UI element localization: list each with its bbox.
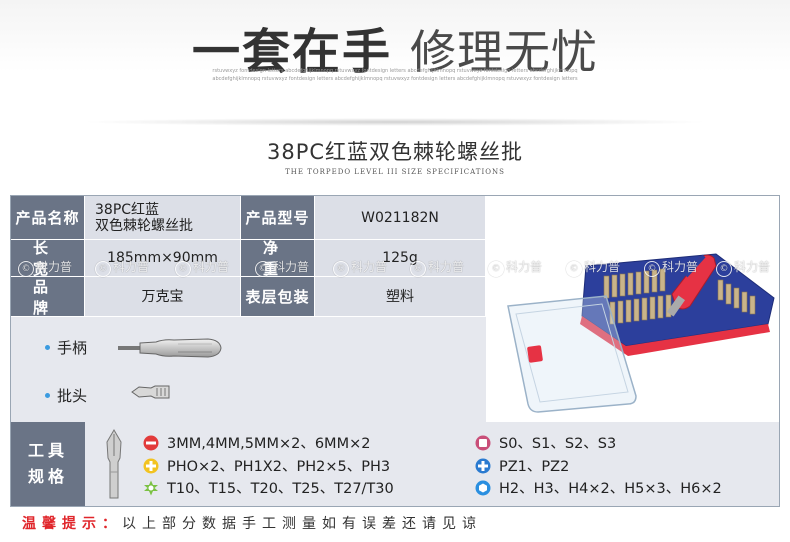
slotted-red-icon <box>143 435 159 450</box>
spec-table <box>10 195 780 507</box>
bit-spec-label-line1: 工具 <box>27 441 68 460</box>
tip-text: 以上部分数据手工测量如有误差还请见谅 <box>122 516 482 532</box>
spec-item-text: S0、S1、S2、S3 <box>499 436 617 452</box>
brand-value: 万克宝 <box>85 277 241 317</box>
torx-green-icon <box>144 480 158 495</box>
product-title: 38PC红蓝双色棘轮螺丝批 <box>266 140 524 164</box>
handle-icon <box>118 338 222 358</box>
model-label: 产品型号 <box>241 196 315 240</box>
spec-item-text: T10、T15、T20、T25、T27/T30 <box>167 481 394 497</box>
watermark: ©科力普 <box>175 258 229 277</box>
watermark: ©科力普 <box>644 258 698 277</box>
toolkit-case-icon <box>507 253 775 413</box>
watermark: ©科力普 <box>410 258 464 277</box>
hero-title-bold: 一套在手 <box>191 24 392 80</box>
name-label: 产品名称 <box>11 196 85 240</box>
spec-item-phillips: PHO×2、PH1X2、PH2×5、PH3 <box>143 455 390 476</box>
size-value: 185mm×90mm <box>85 240 241 277</box>
name-value: 38PC红蓝 双色棘轮螺丝批 <box>85 196 241 240</box>
hero-banner: 一套在手修理无忧 rstuvwxyz fontdesign letters ab… <box>0 0 790 120</box>
bit-icon <box>131 385 170 399</box>
banner-divider <box>80 118 710 126</box>
watermark: ©科力普 <box>488 258 542 277</box>
tip-note: 温馨提示：以上部分数据手工测量如有误差还请见谅 <box>22 513 482 533</box>
model-value: W021182N <box>315 196 486 240</box>
name-value-line1: 38PC红蓝 <box>95 201 160 218</box>
hero-fine-text-2: abcdefghijklmnopq rstuvwxyz fontdesign l… <box>212 76 578 82</box>
bit-spec-label-line2: 规格 <box>27 467 68 486</box>
bit-bullet-icon <box>45 393 50 398</box>
watermark: ©科力普 <box>716 258 770 277</box>
square-pink-icon <box>475 435 491 450</box>
spec-item-square: S0、S1、S2、S3 <box>475 432 616 453</box>
product-photo <box>486 196 779 422</box>
spec-item-text: H2、H3、H4×2、H5×3、H6×2 <box>499 481 722 497</box>
name-value-line2: 双色棘轮螺丝批 <box>95 217 193 234</box>
pozidriv-blue-icon <box>475 458 491 473</box>
watermark: ©科力普 <box>566 258 620 277</box>
hex-blue-icon <box>475 480 491 495</box>
watermark: ©科力普 <box>255 258 309 277</box>
spec-item-text: 3MM,4MM,5MM×2、6MM×2 <box>167 436 371 452</box>
bit-label: 批头 <box>57 387 88 405</box>
tools-panel: 手柄 批头 <box>11 317 486 422</box>
spec-item-text: PZ1、PZ2 <box>499 459 570 475</box>
brand-label: 品 牌 <box>11 277 85 317</box>
product-title-en: THE TORPEDO LEVEL III SIZE SPECIFICATION… <box>285 168 505 176</box>
bit-spec-label: 工具 规格 <box>11 422 85 506</box>
tip-label: 温馨提示： <box>22 516 122 532</box>
size-label: 长 宽 <box>11 239 85 278</box>
spec-item-pozidriv: PZ1、PZ2 <box>475 455 569 476</box>
spec-item-slotted: 3MM,4MM,5MM×2、6MM×2 <box>143 432 370 453</box>
package-value: 塑料 <box>315 277 486 317</box>
hero-title-light: 修理无忧 <box>410 25 598 79</box>
watermark: ©科力普 <box>95 258 149 277</box>
phillips-yellow-icon <box>143 458 159 473</box>
handle-bullet-icon <box>45 345 50 350</box>
watermark: ©科力普 <box>333 258 387 277</box>
bit-illustration-icon <box>106 429 122 499</box>
spec-item-hex: H2、H3、H4×2、H5×3、H6×2 <box>475 477 722 498</box>
watermark: ©科力普 <box>18 258 72 277</box>
handle-label: 手柄 <box>57 339 88 357</box>
spec-item-text: PHO×2、PH1X2、PH2×5、PH3 <box>167 459 391 475</box>
bit-spec-panel: 3MM,4MM,5MM×2、6MM×2 PHO×2、PH1X2、PH2×5、PH… <box>85 422 779 506</box>
hero-fine-text-1: rstuvwxyz fontdesign letters abcdefghijk… <box>212 68 578 74</box>
hero-title: 一套在手修理无忧 <box>0 12 790 82</box>
spec-item-torx: T10、T15、T20、T25、T27/T30 <box>143 477 394 498</box>
package-label: 表层包装 <box>241 277 315 317</box>
